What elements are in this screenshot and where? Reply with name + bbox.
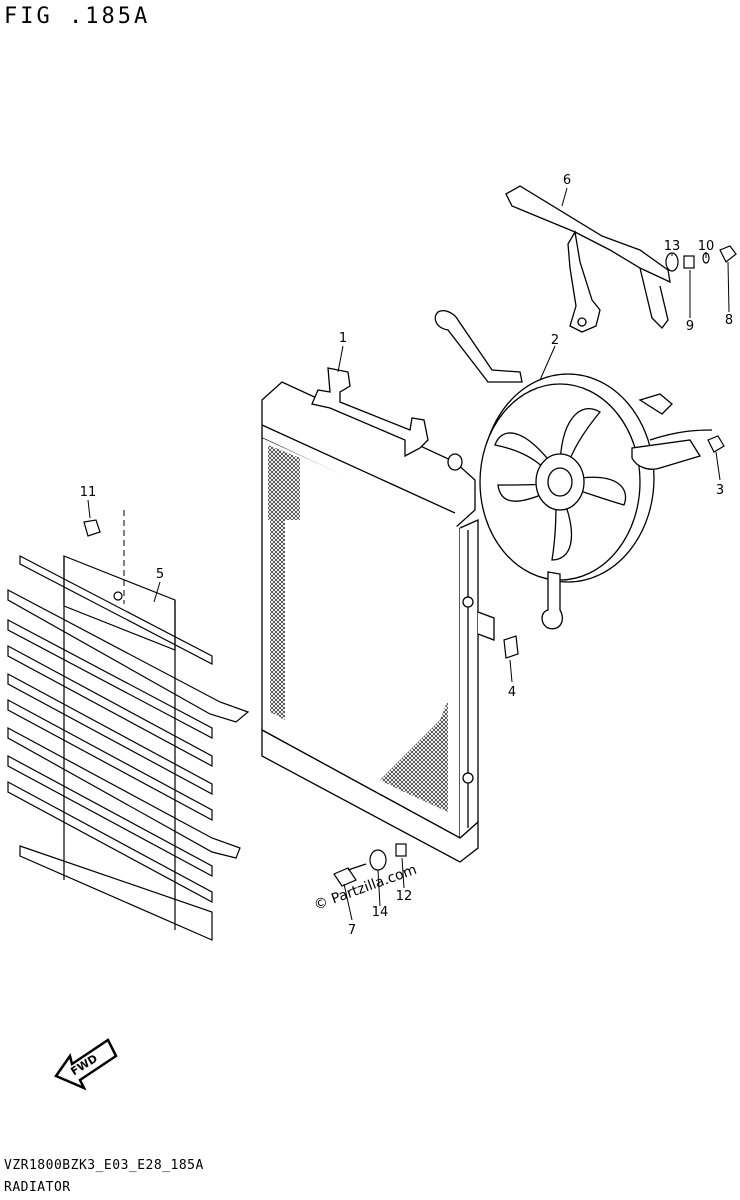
callout-8: 8 bbox=[725, 313, 733, 328]
leader-lines bbox=[87, 187, 730, 921]
callout-11: 11 bbox=[80, 485, 97, 500]
callout-5: 5 bbox=[156, 567, 164, 582]
callout-4: 4 bbox=[508, 685, 516, 700]
screw-11 bbox=[83, 519, 101, 537]
collar-12 bbox=[395, 843, 407, 857]
bolt-7 bbox=[333, 867, 357, 887]
cushion-14 bbox=[369, 849, 387, 871]
callout-13: 13 bbox=[664, 239, 681, 254]
radiator[interactable] bbox=[261, 367, 495, 863]
callout-14: 14 bbox=[372, 905, 389, 920]
callout-7: 7 bbox=[348, 923, 356, 938]
section-name: RADIATOR bbox=[4, 1180, 71, 1195]
hardware-parts[interactable] bbox=[83, 245, 737, 887]
callout-1: 1 bbox=[339, 331, 347, 346]
clip-nut-4 bbox=[503, 635, 519, 659]
bolt-8 bbox=[719, 245, 737, 263]
callout-numbers: 1 2 3 4 5 6 7 8 9 10 11 12 13 14 bbox=[80, 173, 733, 938]
fan-bracket[interactable] bbox=[505, 185, 671, 333]
bolt-3 bbox=[707, 435, 725, 453]
callout-10: 10 bbox=[698, 239, 715, 254]
watermark: © Partzilla.com bbox=[312, 862, 419, 914]
callout-12: 12 bbox=[396, 889, 413, 904]
callout-2: 2 bbox=[551, 333, 559, 348]
cushion-13 bbox=[665, 252, 679, 272]
collar-9 bbox=[683, 255, 695, 269]
radiator-guard[interactable] bbox=[7, 555, 250, 941]
cooling-fan[interactable] bbox=[434, 310, 713, 630]
model-code: VZR1800BZK3_E03_E28_185A bbox=[4, 1158, 204, 1173]
callout-9: 9 bbox=[686, 319, 694, 334]
guard-louvers bbox=[7, 555, 250, 941]
figure-title: FIG .185A bbox=[4, 4, 151, 29]
fwd-arrow: FWD bbox=[54, 1038, 118, 1091]
callout-3: 3 bbox=[716, 483, 724, 498]
callout-6: 6 bbox=[563, 173, 571, 188]
